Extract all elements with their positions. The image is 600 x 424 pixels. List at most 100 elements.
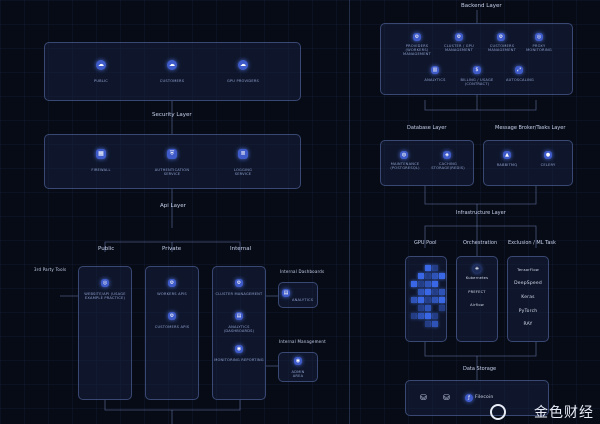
admin-label: ADMIN AREA [291, 370, 305, 379]
db-redis: CACHING STORAGE(REDIS) [431, 162, 465, 171]
data-storage-title: Data Storage [463, 366, 497, 372]
gpu-cell [439, 273, 445, 279]
workers-icon: ⚙ [413, 33, 421, 41]
autoscaling-icon: ⤢ [515, 66, 523, 74]
gpu-cell [432, 265, 438, 271]
public-api-column [78, 266, 132, 400]
orch-prefect: PREFECT [468, 290, 486, 294]
analytics-dashboards-node: ANALYTICS (DASHBOARDS) [223, 325, 255, 334]
infra-ml-task: Exclusion / ML Task [508, 240, 556, 246]
internal-api-column [212, 266, 266, 400]
security-layer-box [44, 134, 301, 189]
node-public: PUBLIC [93, 79, 109, 83]
filecoin-icon: ƒ [465, 394, 473, 402]
postgres-icon: ◍ [400, 151, 408, 159]
ml-keras: Keras [521, 295, 535, 300]
gpu-cell [432, 289, 438, 295]
backend-providers: PROVIDERS (WORKERS) MANAGEMENT [403, 44, 431, 57]
gpu-cell [432, 313, 438, 319]
infra-gpu-pool: GPU Pool [414, 240, 437, 246]
database-layer-box [380, 140, 474, 186]
admin-icon: ◉ [294, 357, 302, 365]
globe-icon: ◎ [101, 279, 109, 287]
database-icon: ⛁ [420, 393, 427, 402]
data-storage-box [405, 380, 549, 416]
gpu-cell [425, 313, 431, 319]
gpu-cell [432, 281, 438, 287]
node-logging: LOGGING SERVICE [233, 168, 253, 177]
cluster-management-node: CLUSTER MANAGEMENT [215, 292, 263, 296]
internal-management-label: Internal Management [279, 339, 326, 344]
gpu-cell [432, 321, 438, 327]
gpu-cell [418, 281, 424, 287]
celery-icon: ● [544, 151, 552, 159]
entry-nodes-box [44, 42, 301, 101]
gpu-cell [425, 273, 431, 279]
analytics-icon: ▥ [431, 66, 439, 74]
node-firewall: FIREWALL [91, 168, 111, 172]
infrastructure-layer-title: Infrastructure Layer [456, 210, 506, 216]
watermark-logo [490, 404, 506, 420]
website-api-node: WEBSITE/API (USAGE EXAMPLE PRACTICE) [84, 292, 126, 301]
customers-apis-node: CUSTOMERS APIS [154, 325, 190, 329]
orch-airflow: Airflow [470, 303, 484, 307]
gpu-cell [425, 297, 431, 303]
gpu-cell [439, 289, 445, 295]
internal-dashboards-label: Internal Dashboards [280, 269, 325, 274]
cloud-icon: ☁ [96, 60, 106, 70]
broker-celery: CELERY [540, 163, 556, 167]
kubernetes-icon: ⎈ [473, 265, 481, 273]
gpu-cell [418, 273, 424, 279]
monitoring-reporting-node: MONITORING REPORTING [214, 358, 264, 362]
gpu-cell [425, 321, 431, 327]
analytics-label: ANALYTICS [292, 298, 314, 302]
gpu-cell [432, 297, 438, 303]
backend-proxy: PROXY MONITORING [526, 44, 552, 53]
gpu-cell [439, 297, 445, 303]
ml-pytorch: PyTorch [518, 309, 538, 314]
customers-icon: ⚙ [497, 33, 505, 41]
broker-layer-box [483, 140, 573, 186]
customers-icon: ⚙ [168, 312, 176, 320]
gpu-cell [439, 305, 445, 311]
analytics-icon: ▤ [235, 312, 243, 320]
backend-customers: CUSTOMERS MANAGEMENT [488, 44, 516, 53]
watermark-text: 金色财经 [534, 405, 594, 421]
workers-icon: ⚙ [168, 279, 176, 287]
node-customers: CUSTOMERS [159, 79, 185, 83]
backend-autoscaling: AUTOSCALING [505, 78, 535, 82]
gpu-cell [418, 305, 424, 311]
ml-ray: RAY [523, 322, 533, 327]
branch-private: Private [162, 246, 182, 252]
gpu-cell [425, 265, 431, 271]
gpu-cell [418, 313, 424, 319]
backend-billing: BILLING / USAGE (CONTRACT) [460, 78, 494, 87]
gpu-cell [411, 297, 417, 303]
proxy-icon: ◎ [535, 33, 543, 41]
cluster-icon: ⚙ [235, 279, 243, 287]
ml-deepspeed: DeepSpeed [514, 281, 542, 286]
gpu-cell [418, 289, 424, 295]
billing-icon: $ [473, 66, 481, 74]
gpu-cell [411, 281, 417, 287]
redis-icon: ◈ [443, 151, 451, 159]
monitoring-icon: ◉ [235, 345, 243, 353]
workers-apis-node: WORKERS APIS [157, 292, 187, 296]
firewall-icon: ▦ [96, 149, 106, 159]
ml-tensorflow: TensorFlow [517, 268, 539, 272]
cloud-icon: ☁ [167, 60, 177, 70]
cloud-icon: ☁ [238, 60, 248, 70]
analytics-icon: ▤ [282, 289, 290, 297]
backend-cluster: CLUSTER / GPU MANAGEMENT [444, 44, 474, 53]
gpu-cell [425, 289, 431, 295]
panel-divider [349, 0, 350, 424]
gpu-cell [425, 305, 431, 311]
rabbitmq-icon: ▲ [503, 151, 511, 159]
private-api-column [145, 266, 199, 400]
infra-orchestration: Orchestration [463, 240, 498, 246]
broker-layer-title: Message Broker/Tasks Layer [495, 125, 566, 131]
orch-kubernetes: Kubernetes [465, 276, 489, 280]
log-icon: ≣ [238, 149, 248, 159]
cluster-icon: ⚙ [455, 33, 463, 41]
